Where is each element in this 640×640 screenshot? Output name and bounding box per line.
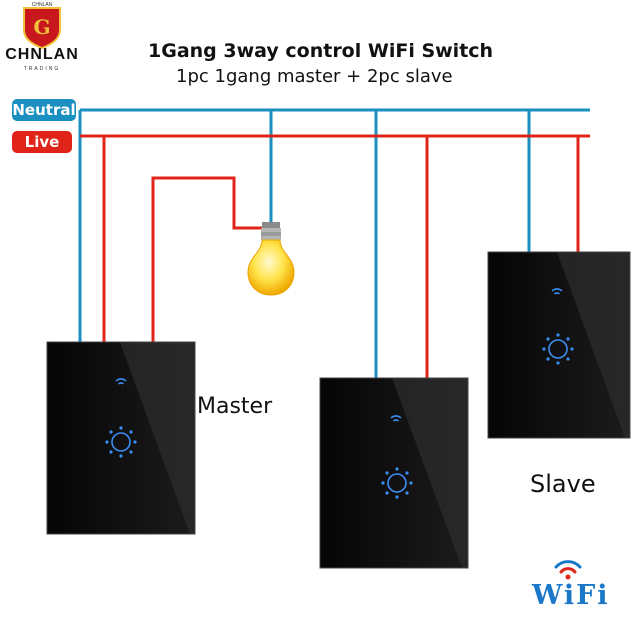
wifi-logo-icon [554, 560, 582, 580]
slave-switch-panel-2 [487, 251, 631, 439]
brand-tiny-text: CHNLAN [31, 2, 53, 8]
brand-name: CHNLAN [5, 46, 79, 63]
brand-subtitle: TRADING [23, 66, 61, 72]
wifi-logo-text: WiFi [532, 580, 610, 611]
touch-button-dots [105, 333, 574, 499]
live-tag: Live [12, 131, 72, 153]
panel-indicators [111, 288, 568, 493]
neutral-tag: Neutral [12, 99, 76, 121]
light-bulb-icon [247, 222, 295, 296]
diagram-title: 1Gang 3way control WiFi Switch [148, 40, 494, 62]
master-label: Master [197, 394, 273, 419]
master-switch-panel [46, 341, 196, 535]
neutral-wires [78, 108, 590, 378]
slave-label: Slave [530, 470, 596, 498]
slave-switch-panel-1 [319, 377, 469, 569]
svg-text:G: G [33, 15, 50, 39]
diagram-subtitle: 1pc 1gang master + 2pc slave [176, 66, 453, 87]
brand-logo-icon: G [23, 7, 61, 50]
live-wires [80, 134, 590, 378]
